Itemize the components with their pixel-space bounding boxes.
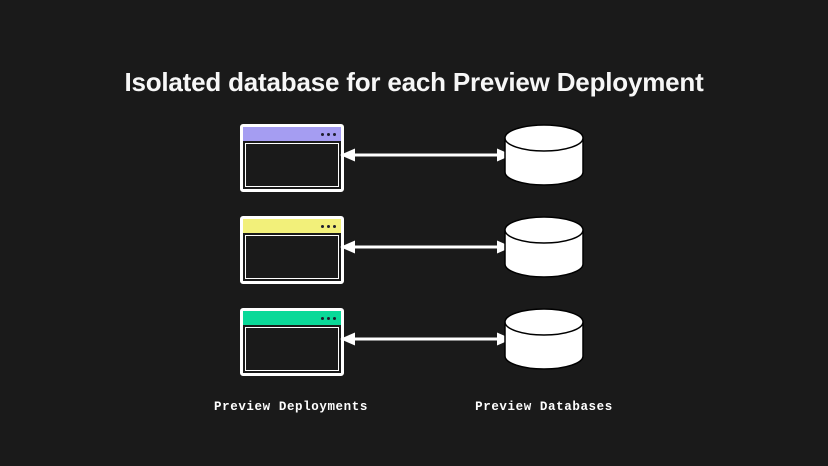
window-dot-icon bbox=[333, 316, 336, 320]
window-dot-icon bbox=[333, 132, 336, 136]
diagram-row bbox=[0, 308, 828, 378]
database-cylinder-icon bbox=[504, 308, 584, 370]
preview-database-3[interactable] bbox=[503, 308, 585, 370]
double-arrow-icon bbox=[340, 332, 512, 346]
window-titlebar bbox=[243, 219, 341, 233]
label-preview-deployments: Preview Deployments bbox=[214, 400, 368, 414]
window-dot-icon bbox=[321, 316, 324, 320]
window-dot-icon bbox=[327, 224, 330, 228]
preview-deployment-window-3[interactable] bbox=[240, 308, 344, 376]
window-body bbox=[245, 235, 339, 279]
page-title: Isolated database for each Preview Deplo… bbox=[124, 67, 704, 98]
window-titlebar bbox=[243, 127, 341, 141]
preview-database-1[interactable] bbox=[503, 124, 585, 186]
window-dot-icon bbox=[321, 224, 324, 228]
connector-arrow-2 bbox=[340, 238, 512, 256]
double-arrow-icon bbox=[340, 148, 512, 162]
preview-deployment-window-2[interactable] bbox=[240, 216, 344, 284]
window-dot-icon bbox=[333, 224, 336, 228]
diagram-row bbox=[0, 216, 828, 286]
window-dot-icon bbox=[327, 132, 330, 136]
window-body bbox=[245, 327, 339, 371]
database-cylinder-icon bbox=[504, 216, 584, 278]
database-cylinder-icon bbox=[504, 124, 584, 186]
diagram-row bbox=[0, 124, 828, 194]
label-preview-databases: Preview Databases bbox=[475, 400, 613, 414]
window-controls bbox=[321, 316, 336, 320]
window-controls bbox=[321, 224, 336, 228]
window-controls bbox=[321, 132, 336, 136]
window-body bbox=[245, 143, 339, 187]
window-dot-icon bbox=[321, 132, 324, 136]
window-titlebar bbox=[243, 311, 341, 325]
double-arrow-icon bbox=[340, 240, 512, 254]
preview-database-2[interactable] bbox=[503, 216, 585, 278]
connector-arrow-3 bbox=[340, 330, 512, 348]
window-dot-icon bbox=[327, 316, 330, 320]
preview-deployment-window-1[interactable] bbox=[240, 124, 344, 192]
connector-arrow-1 bbox=[340, 146, 512, 164]
